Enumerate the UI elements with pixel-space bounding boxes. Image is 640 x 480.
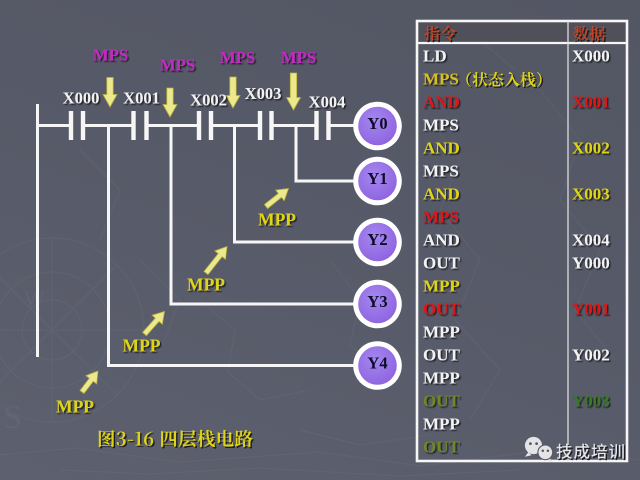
svg-text:LD: LD xyxy=(423,47,447,66)
svg-text:OUT: OUT xyxy=(423,254,461,273)
svg-text:OUT: OUT xyxy=(423,438,461,457)
svg-text:X001: X001 xyxy=(123,89,160,108)
svg-text:AND: AND xyxy=(423,231,460,250)
svg-text:Y0: Y0 xyxy=(367,114,387,133)
svg-text:OUT: OUT xyxy=(423,300,461,319)
svg-text:MPS: MPS xyxy=(423,162,459,181)
svg-text:X001: X001 xyxy=(572,93,610,112)
svg-text:OUT: OUT xyxy=(423,346,461,365)
svg-text:MPP: MPP xyxy=(423,415,460,434)
svg-text:X002: X002 xyxy=(572,139,610,158)
svg-text:W: W xyxy=(24,286,45,311)
svg-text:Y3: Y3 xyxy=(367,292,387,311)
svg-text:MPS: MPS xyxy=(423,116,459,135)
svg-text:Y000: Y000 xyxy=(572,254,610,273)
svg-text:MPP: MPP xyxy=(423,369,460,388)
svg-text:MPP: MPP xyxy=(123,336,161,356)
svg-text:Y1: Y1 xyxy=(367,169,387,188)
svg-text:MPS: MPS xyxy=(281,48,316,67)
svg-text:Y001: Y001 xyxy=(572,300,610,319)
svg-text:X004: X004 xyxy=(309,93,346,112)
svg-text:MPP: MPP xyxy=(423,277,460,296)
svg-text:AND: AND xyxy=(423,185,460,204)
svg-text:Y4: Y4 xyxy=(367,354,387,373)
svg-text:AND: AND xyxy=(423,93,460,112)
svg-text:X000: X000 xyxy=(572,47,610,66)
svg-text:Y003: Y003 xyxy=(572,392,610,411)
svg-text:MPP: MPP xyxy=(423,323,460,342)
svg-text:MPP: MPP xyxy=(258,210,296,230)
svg-text:MPS: MPS xyxy=(423,70,459,89)
svg-text:X002: X002 xyxy=(190,91,227,110)
svg-text:Y002: Y002 xyxy=(572,346,610,365)
svg-text:MPS: MPS xyxy=(423,208,459,227)
svg-text:X000: X000 xyxy=(63,89,100,108)
svg-text:X003: X003 xyxy=(572,185,610,204)
svg-text:S: S xyxy=(3,399,22,436)
svg-text:Y2: Y2 xyxy=(367,230,387,249)
svg-text:MPP: MPP xyxy=(187,275,225,295)
svg-text:OUT: OUT xyxy=(423,392,461,411)
svg-text:X003: X003 xyxy=(245,84,282,103)
svg-text:MPS: MPS xyxy=(160,56,195,75)
svg-text:MPP: MPP xyxy=(56,397,94,417)
svg-text:AND: AND xyxy=(423,139,460,158)
svg-text:MPS: MPS xyxy=(220,48,255,67)
svg-text:X004: X004 xyxy=(572,231,610,250)
svg-text:MPS: MPS xyxy=(93,46,128,65)
